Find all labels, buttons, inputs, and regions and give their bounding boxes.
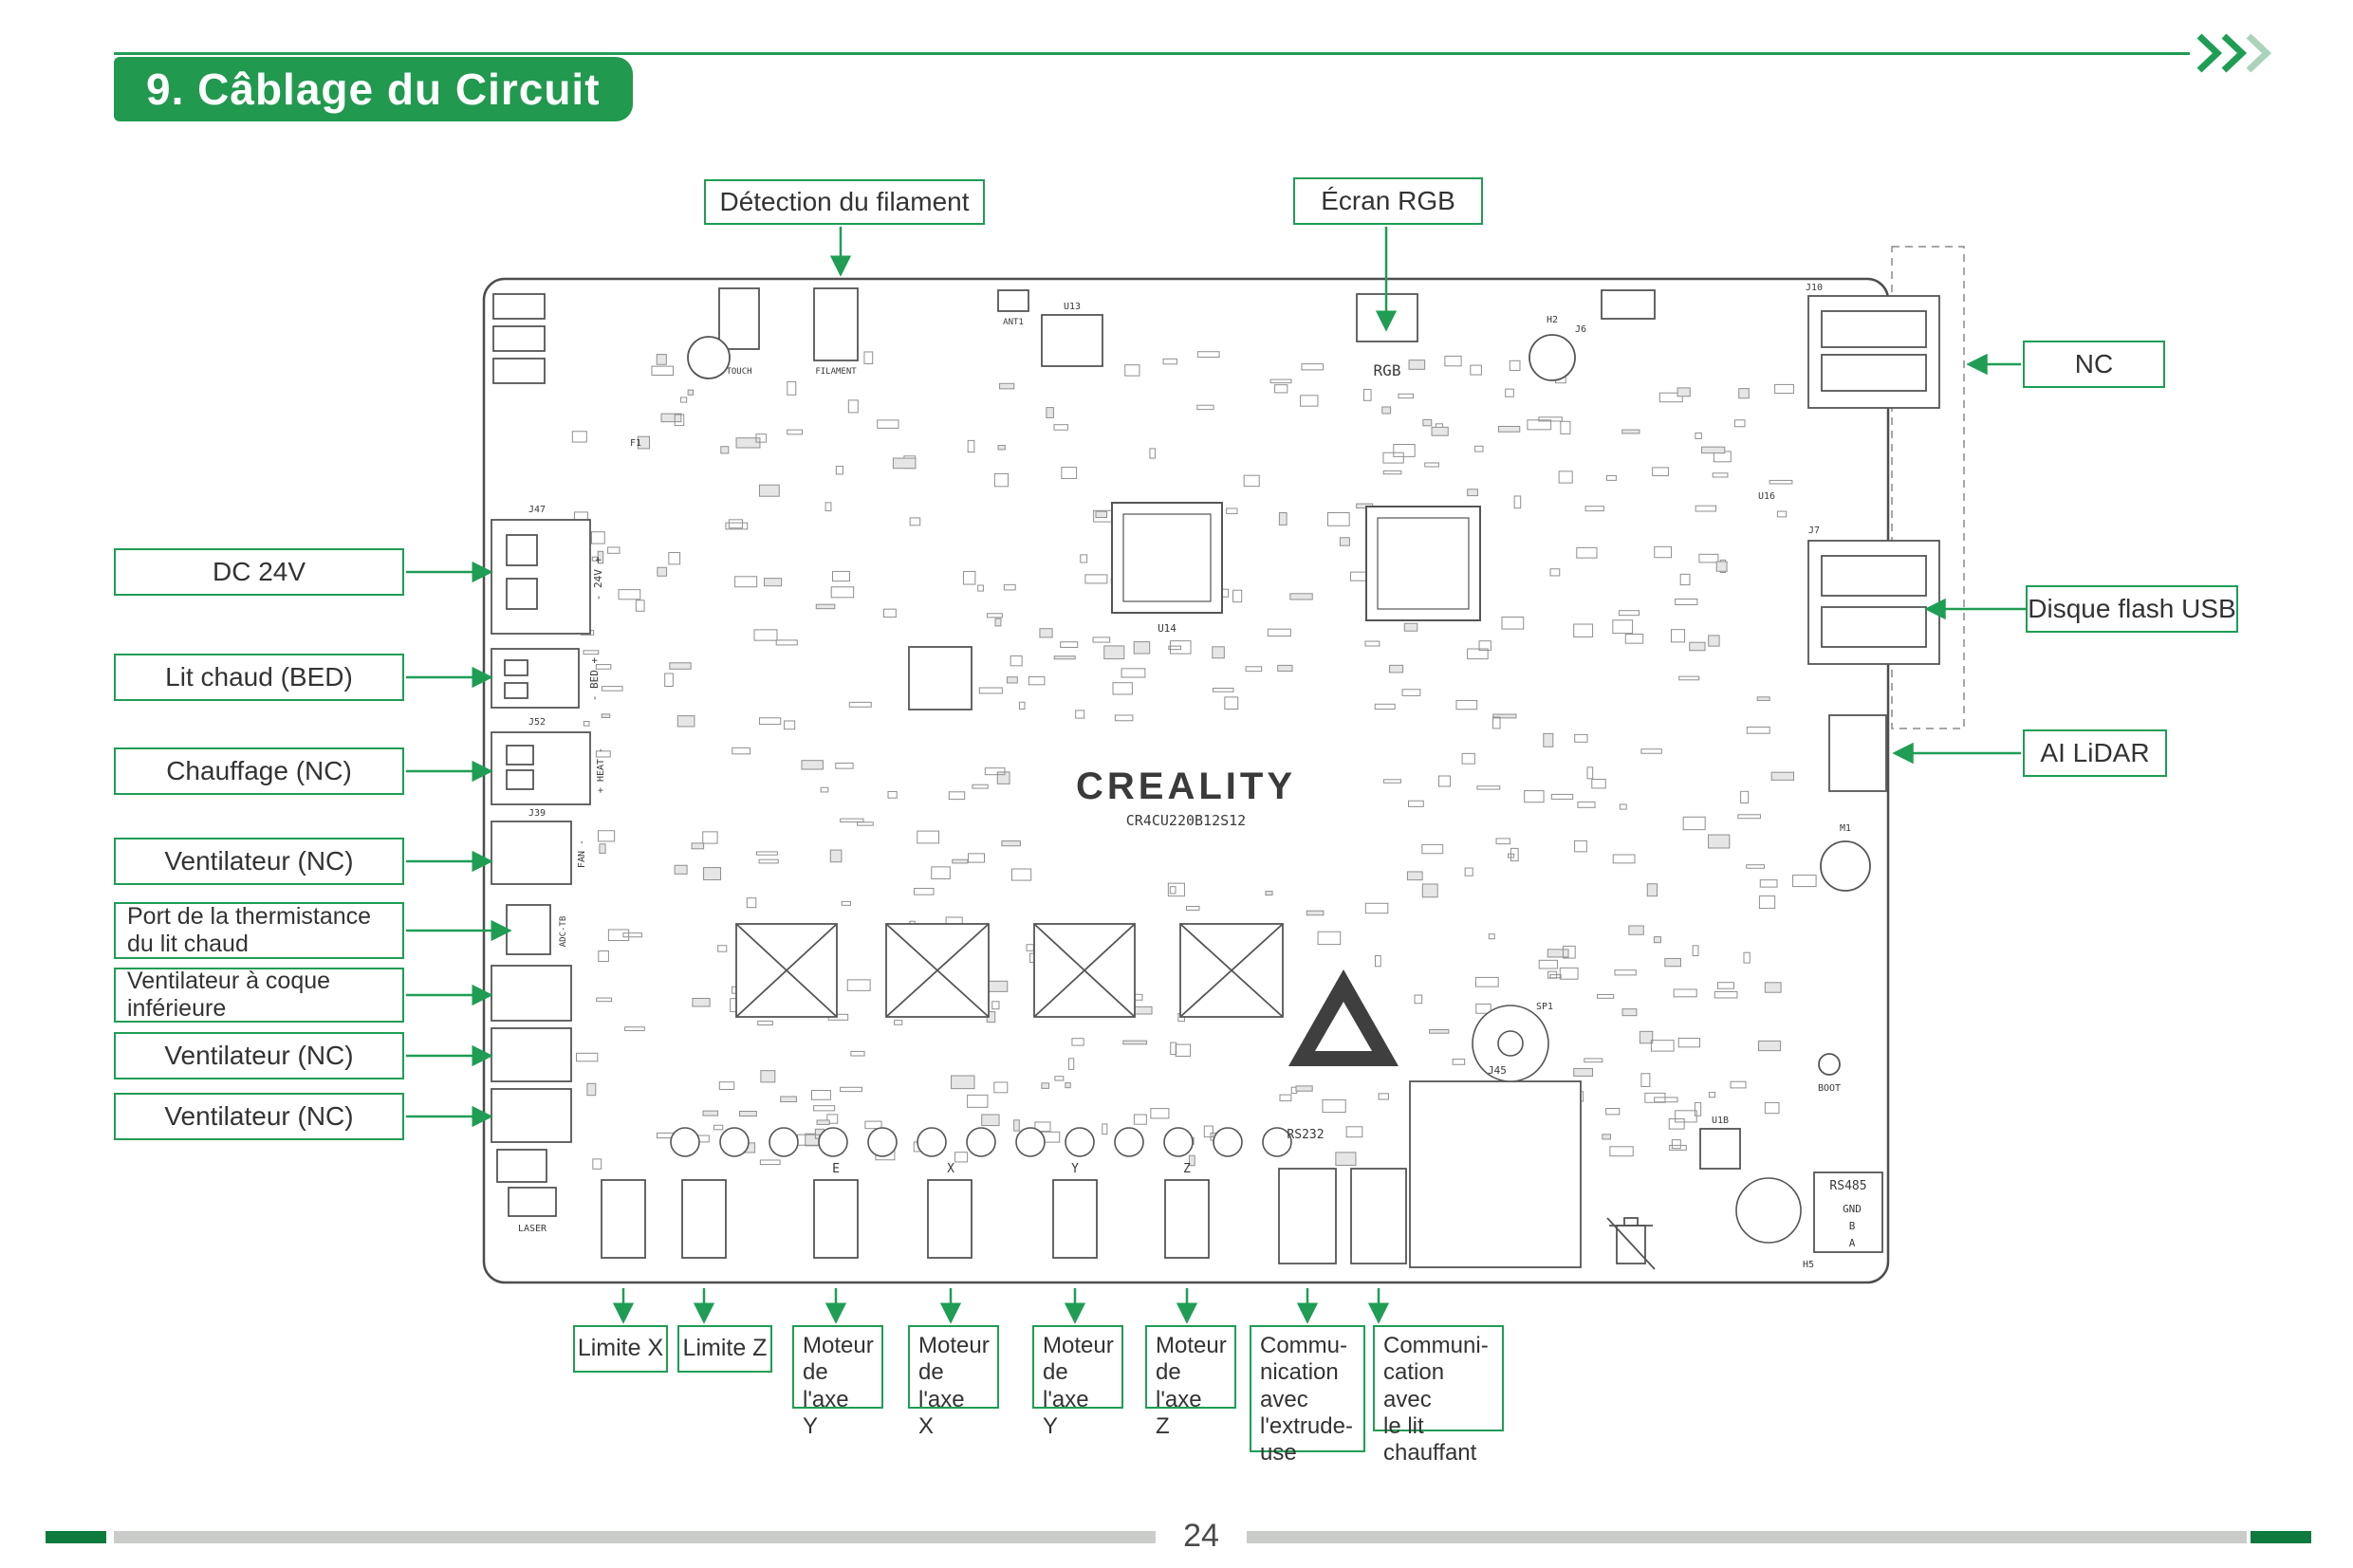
- svg-text:J10: J10: [1806, 283, 1823, 293]
- svg-text:Y: Y: [1071, 1162, 1079, 1176]
- svg-text:FILAMENT: FILAMENT: [815, 367, 857, 377]
- callout-fan3: Ventilateur (NC): [114, 1093, 404, 1140]
- chevrons-icon: [2196, 33, 2272, 73]
- svg-text:TOUCH: TOUCH: [726, 367, 751, 377]
- bed-comm-connector: [1350, 1168, 1407, 1264]
- svg-text:RS232: RS232: [1287, 1128, 1324, 1142]
- footer-green-left: [46, 1531, 106, 1543]
- right-connectors: [1807, 295, 1940, 892]
- page-title: 9. Câblage du Circuit: [146, 65, 601, 114]
- svg-text:CR4CU220B12S12: CR4CU220B12S12: [1126, 812, 1246, 829]
- svg-text:M1: M1: [1840, 823, 1851, 834]
- boot-button: [1818, 1053, 1841, 1076]
- svg-text:RGB: RGB: [1374, 361, 1401, 379]
- svg-text:- BED +: - BED +: [588, 656, 601, 701]
- left-connectors: [491, 293, 591, 1217]
- motor-z-connector: [1164, 1179, 1210, 1259]
- callout-usb-flash: Disque flash USB: [2026, 585, 2238, 633]
- ics: [735, 314, 1841, 1170]
- svg-text:FAN -: FAN -: [577, 839, 587, 868]
- svg-text:LASER: LASER: [518, 1224, 547, 1234]
- motor-x-connector: [927, 1179, 973, 1259]
- callout-nc: NC: [2023, 341, 2165, 388]
- callout-comm-extruder: Commu- nication avec l'extrude- use: [1250, 1325, 1365, 1466]
- callout-comm-bed: Communi- cation avec le lit chauffant: [1373, 1325, 1504, 1466]
- callout-motor-x: Moteur de l'axe X: [908, 1325, 999, 1439]
- svg-text:J45: J45: [1488, 1064, 1507, 1077]
- weee-bin-icon: [1606, 1217, 1656, 1270]
- svg-text:J52: J52: [528, 717, 546, 728]
- svg-text:E: E: [832, 1162, 840, 1176]
- callout-bed: Lit chaud (BED): [114, 654, 404, 701]
- svg-text:SP1: SP1: [1536, 1002, 1553, 1012]
- bottom-connectors: [601, 1080, 1883, 1268]
- svg-text:CREALITY: CREALITY: [1076, 766, 1296, 807]
- nc-dashed-outline: [1891, 246, 1965, 729]
- svg-text:A: A: [1849, 1237, 1856, 1249]
- callout-bed-thermistor: Port de la thermistance du lit chaud: [114, 902, 404, 959]
- svg-text:J6: J6: [1575, 324, 1586, 335]
- limit-z-connector: [681, 1179, 727, 1259]
- callout-heater: Chauffage (NC): [114, 747, 404, 795]
- svg-text:BOOT: BOOT: [1818, 1083, 1841, 1094]
- svg-text:GND: GND: [1843, 1203, 1862, 1215]
- lidar-connector: [1828, 714, 1887, 792]
- smd-components: [571, 351, 1817, 1173]
- svg-text:ANT1: ANT1: [1003, 318, 1024, 327]
- rs232-connector: [1278, 1168, 1337, 1264]
- expansion-area: [1409, 1080, 1582, 1268]
- svg-text:H2: H2: [1547, 315, 1558, 325]
- footer-gray-right: [1247, 1531, 2247, 1543]
- limit-x-connector: [601, 1179, 646, 1259]
- svg-text:X: X: [947, 1162, 954, 1176]
- buzzer: [687, 336, 731, 379]
- callout-filament-detection: Détection du filament: [704, 179, 985, 225]
- buzzer: [1529, 334, 1576, 381]
- top-connectors: [687, 287, 1656, 381]
- stepper-drivers: [735, 923, 1284, 1018]
- circuit-board: CREALITYCR4CU220B12S12RGBRS232RS485GNDBA…: [482, 246, 1965, 1284]
- callout-limit-x: Limite X: [573, 1325, 668, 1373]
- callout-motor-y1: Moteur de l'axe Y: [792, 1325, 883, 1439]
- svg-text:F1: F1: [630, 438, 641, 449]
- svg-text:+ HEAT -: + HEAT -: [596, 747, 606, 793]
- callout-motor-y2: Moteur de l'axe Y: [1032, 1325, 1123, 1439]
- svg-text:RS485: RS485: [1829, 1179, 1866, 1193]
- svg-text:J39: J39: [528, 808, 546, 819]
- section-title-banner: 9. Câblage du Circuit: [114, 57, 633, 121]
- motor-driver-m1: [1820, 840, 1871, 892]
- rs485-connector: [1813, 1171, 1883, 1253]
- svg-text:J47: J47: [528, 505, 546, 515]
- callout-dc24v: DC 24V: [114, 548, 404, 596]
- svg-text:Z: Z: [1183, 1162, 1191, 1176]
- capacitors: [670, 1005, 1802, 1244]
- creality-triangle-logo: [1288, 969, 1399, 1066]
- svg-text:U16: U16: [1758, 491, 1775, 502]
- top-accent-line: [114, 52, 2190, 55]
- callout-rgb-screen: Écran RGB: [1293, 177, 1483, 225]
- callout-shell-fan: Ventilateur à coque inférieure: [114, 968, 404, 1023]
- svg-text:H5: H5: [1803, 1260, 1814, 1270]
- callout-limit-z: Limite Z: [677, 1325, 772, 1373]
- callout-fan2: Ventilateur (NC): [114, 1032, 404, 1079]
- svg-text:U13: U13: [1064, 302, 1081, 312]
- silkscreen-labels: CREALITYCR4CU220B12S12RGBRS232RS485GNDBA…: [518, 283, 1867, 1270]
- svg-text:- 24V +: - 24V +: [592, 556, 604, 600]
- svg-text:J7: J7: [1808, 526, 1820, 536]
- callout-ai-lidar: AI LiDAR: [2023, 729, 2167, 777]
- svg-text:U14: U14: [1158, 622, 1176, 635]
- motor-y-connector: [1052, 1179, 1098, 1259]
- svg-text:B: B: [1849, 1220, 1856, 1232]
- svg-text:ADC-TB: ADC-TB: [559, 916, 568, 948]
- callout-fan1: Ventilateur (NC): [114, 838, 404, 885]
- footer-gray-left: [114, 1531, 1156, 1543]
- svg-text:U1B: U1B: [1712, 1116, 1729, 1126]
- callout-motor-z: Moteur de l'axe Z: [1145, 1325, 1236, 1439]
- motor-e-connector: [813, 1179, 859, 1259]
- footer-green-right: [2251, 1531, 2311, 1543]
- page-number: 24: [1183, 1518, 1219, 1554]
